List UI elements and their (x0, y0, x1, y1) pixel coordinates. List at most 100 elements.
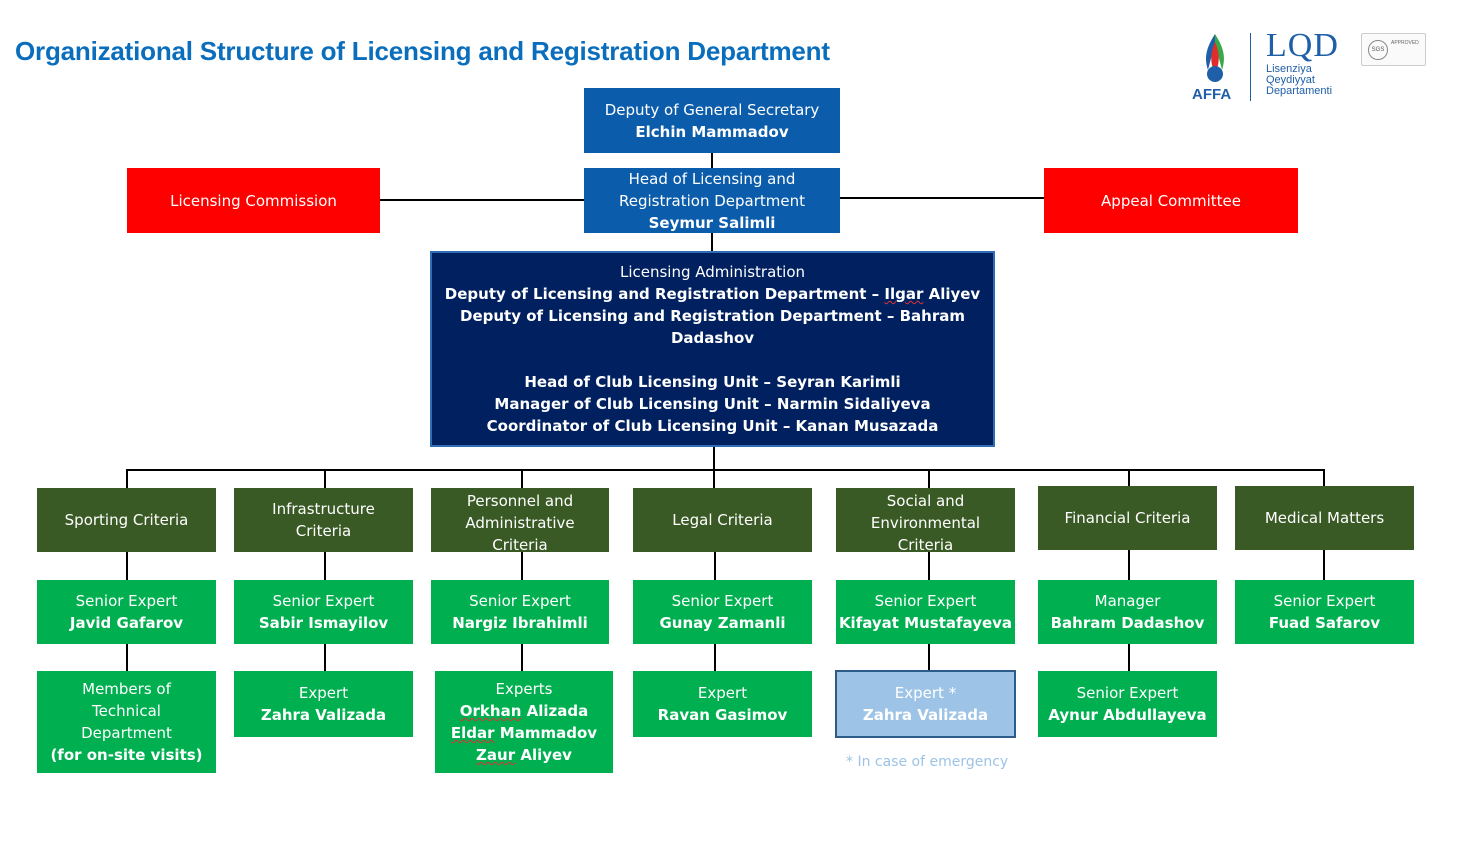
person-name: Aynur Abdullayeva (1048, 706, 1207, 724)
person-name: Sabir Ismayilov (258, 614, 389, 632)
role-label: Experts (495, 680, 553, 698)
connector-line (126, 644, 128, 671)
role-label: Expert * (894, 684, 957, 702)
role-label: Senior Expert (272, 592, 375, 610)
connector-line (126, 469, 1325, 471)
box-label: Appeal Committee (1101, 191, 1241, 210)
lqd-logo: LQD (1266, 27, 1339, 64)
connector-line (1323, 550, 1325, 580)
person-last-name: Alizada (521, 702, 589, 720)
staff-box-technical-members: Members of Technical Department (for on-… (37, 671, 216, 773)
criteria-box-medical: Medical Matters (1235, 486, 1414, 550)
connector-line (714, 644, 716, 671)
role-label: Members of (82, 680, 171, 698)
person-first-name: Zaur (476, 746, 516, 764)
staff-box-social-emergency-expert: Expert * Zahra Valizada (835, 670, 1016, 738)
person-name: Seymur Salimli (648, 213, 776, 232)
criteria-label: Environmental (870, 514, 981, 532)
deputy-general-secretary-box: Deputy of General Secretary Elchin Mamma… (584, 88, 840, 153)
staff-box-financial-manager: Manager Bahram Dadashov (1038, 580, 1217, 644)
criteria-label: Criteria (492, 536, 548, 554)
role-label: Senior Expert (1076, 684, 1179, 702)
criteria-box-financial: Financial Criteria (1038, 486, 1217, 550)
connector-line (1128, 644, 1130, 671)
role-note: (for on-site visits) (50, 746, 203, 764)
footnote: * In case of emergency (846, 754, 1009, 770)
connector-line (126, 469, 128, 488)
box-label: Licensing Commission (170, 191, 337, 210)
person-name: Javid Gafarov (69, 614, 184, 632)
person-name: Gunay Zamanli (659, 614, 786, 632)
staff-box-personnel-experts: Experts Orkhan Alizada Eldar Mammadov Za… (435, 671, 613, 773)
criteria-box-infrastructure: Infrastructure Criteria (234, 488, 413, 552)
connector-line (713, 446, 715, 488)
connector-line (521, 469, 523, 488)
affa-logo-text: AFFA (1192, 86, 1232, 103)
sgs-logo-icon: SGS (1368, 40, 1388, 60)
person-name: Eldar Mammadov (451, 722, 597, 744)
appeal-committee-box: Appeal Committee (1044, 168, 1298, 233)
person-name: Zahra Valizada (260, 706, 387, 724)
logo-divider (1250, 33, 1251, 101)
criteria-label: Personnel and (466, 492, 574, 510)
connector-line (521, 552, 523, 580)
person-name: Zaur Aliyev (476, 744, 572, 766)
connector-line (928, 644, 930, 671)
admin-deputy-2: Deputy of Licensing and Registration Dep… (460, 307, 965, 347)
person-last-name: Mammadov (494, 724, 598, 742)
person-first-name: Eldar (450, 724, 495, 742)
criteria-label: Financial Criteria (1064, 509, 1191, 527)
person-name: Orkhan Alizada (460, 700, 588, 722)
role-label: Manager (1094, 592, 1161, 610)
criteria-box-sporting: Sporting Criteria (37, 488, 216, 552)
role-label: Technical (92, 702, 161, 720)
unit-head: Head of Club Licensing Unit – Seyran Kar… (524, 373, 901, 391)
lqd-subtitle: Lisenziya Qeydiyyat Departamenti (1266, 64, 1332, 97)
person-first-name: Orkhan (459, 702, 522, 720)
page-title: Organizational Structure of Licensing an… (15, 36, 830, 66)
person-last-name: Aliyev (923, 285, 981, 303)
staff-box-personnel-senior: Senior Expert Nargiz Ibrahimli (431, 580, 609, 644)
role-label: Registration Department (619, 191, 805, 210)
role-label: Expert (697, 684, 748, 702)
logo-group: AFFA LQD Lisenziya Qeydiyyat Departament… (1190, 27, 1430, 105)
criteria-label: Criteria (295, 522, 352, 540)
criteria-label: Criteria (897, 536, 954, 554)
affa-emblem-icon (1206, 34, 1224, 82)
person-name: Bahram Dadashov (1050, 614, 1205, 632)
criteria-label: Infrastructure (272, 500, 375, 518)
role-label: Department (81, 724, 172, 742)
connector-line (1323, 469, 1325, 486)
admin-title: Licensing Administration (619, 263, 806, 281)
criteria-label: Administrative (465, 514, 575, 532)
sgs-approved-badge: SGS APPROVED (1361, 33, 1426, 66)
criteria-box-legal: Legal Criteria (633, 488, 812, 552)
criteria-box-personnel: Personnel and Administrative Criteria (431, 488, 609, 554)
connector-line (711, 233, 713, 251)
criteria-label: Medical Matters (1264, 509, 1385, 527)
person-name: Ravan Gasimov (657, 706, 788, 724)
connector-line (839, 197, 1044, 199)
person-name: Elchin Mammadov (635, 122, 789, 141)
role-label: Senior Expert (874, 592, 977, 610)
licensing-administration-box: Licensing Administration Deputy of Licen… (430, 251, 995, 447)
staff-box-medical-senior: Senior Expert Fuad Safarov (1235, 580, 1414, 644)
criteria-label: Legal Criteria (672, 511, 773, 529)
role-label: Senior Expert (671, 592, 774, 610)
connector-line (711, 153, 713, 168)
person-name: Fuad Safarov (1268, 614, 1381, 632)
connector-line (324, 644, 326, 671)
department-head-box: Head of Licensing and Registration Depar… (584, 168, 840, 233)
connector-line (1128, 469, 1130, 486)
person-last-name: Aliyev (515, 746, 572, 764)
staff-box-legal-senior: Senior Expert Gunay Zamanli (633, 580, 812, 644)
person-first-name: Ilgar (884, 285, 924, 303)
staff-box-social-senior: Senior Expert Kifayat Mustafayeva (836, 580, 1015, 644)
connector-line (324, 469, 326, 488)
connector-line (126, 552, 128, 580)
role-label: Senior Expert (469, 592, 571, 610)
staff-box-infrastructure-expert: Expert Zahra Valizada (234, 671, 413, 737)
connector-line (380, 199, 584, 201)
unit-manager: Manager of Club Licensing Unit – Narmin … (494, 395, 931, 413)
admin-role: Deputy of Licensing and Registration Dep… (444, 285, 885, 303)
